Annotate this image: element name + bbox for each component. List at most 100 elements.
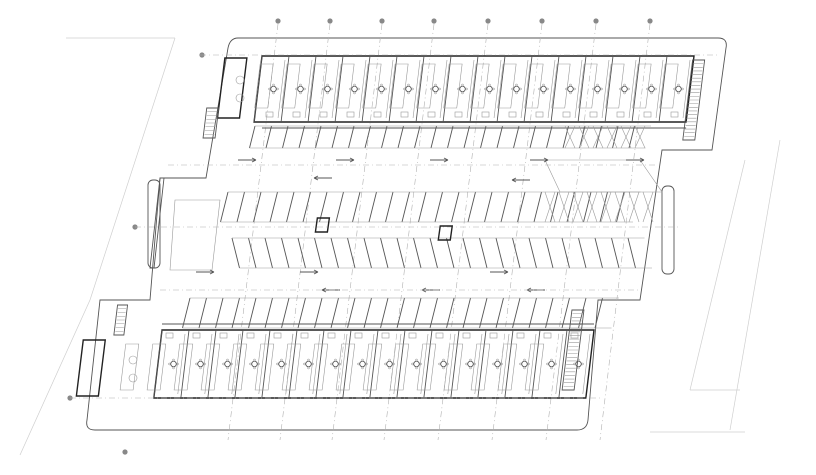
arrow-icon xyxy=(530,157,549,163)
traffic-arrows xyxy=(196,157,645,293)
parking-bay-line xyxy=(496,125,503,149)
apartment-unit xyxy=(362,329,429,399)
dining-table-icon xyxy=(540,85,547,93)
parking-bay-line xyxy=(599,191,608,223)
parking-bay-line xyxy=(302,191,311,223)
apartment-unit xyxy=(281,329,348,399)
apartment-unit xyxy=(416,329,483,399)
dining-table-icon xyxy=(251,360,258,368)
parking-bay-line xyxy=(282,125,289,149)
parking-bay-line xyxy=(495,297,504,329)
circle-dot-icon xyxy=(379,18,385,24)
circle-dot-icon xyxy=(122,449,128,455)
dining-table-icon xyxy=(170,360,177,368)
arrow-icon xyxy=(196,269,215,275)
dining-table-icon xyxy=(278,360,285,368)
arrow-icon xyxy=(430,157,449,163)
parking-bay-line xyxy=(249,125,256,149)
dining-table-icon xyxy=(324,85,331,93)
parking-bay-line xyxy=(363,297,372,329)
parking-bay-line xyxy=(529,125,536,149)
end-stairs xyxy=(113,59,706,391)
parking-bay-line xyxy=(550,191,559,223)
parking-bay-line xyxy=(479,237,488,269)
parking-bay-line xyxy=(545,297,554,329)
outer-platform xyxy=(86,37,727,431)
parking-bay-line xyxy=(418,191,427,223)
apartment-unit xyxy=(173,329,240,399)
arrow-icon xyxy=(313,175,332,181)
dining-table-icon xyxy=(305,360,312,368)
dining-table-icon xyxy=(197,360,204,368)
parking-bay-line xyxy=(479,297,488,329)
parking-bay-line xyxy=(517,191,526,223)
parking-bay-line xyxy=(231,237,240,269)
top-unit-row xyxy=(216,55,695,129)
stair-core-right xyxy=(437,225,454,241)
parking-bay-line xyxy=(447,125,454,149)
dining-table-icon xyxy=(378,85,385,93)
apartment-unit xyxy=(253,55,286,123)
parking-bay-line xyxy=(347,237,356,269)
parking-bay-line xyxy=(528,237,537,269)
parking-bay-line xyxy=(462,297,471,329)
parking-bay-line xyxy=(595,125,602,149)
parking-bay-line xyxy=(611,237,620,269)
parking-bay-line xyxy=(533,191,542,223)
dining-table-icon xyxy=(648,85,655,93)
parking-bay-line xyxy=(385,191,394,223)
parking-bay-line xyxy=(612,125,619,149)
apartment-unit xyxy=(335,329,402,399)
parking-bay-line xyxy=(462,237,471,269)
apartment-unit xyxy=(334,55,367,123)
parking-bay-line xyxy=(236,191,245,223)
parking-bay-line xyxy=(231,297,240,329)
apartment-unit xyxy=(227,329,294,399)
apartment-unit xyxy=(388,55,421,123)
circle-dot-icon xyxy=(327,18,333,24)
apartment-unit xyxy=(524,329,591,399)
dining-table-icon xyxy=(513,85,520,93)
apartment-unit xyxy=(415,55,448,123)
parking-bay-line xyxy=(248,237,257,269)
parking-bay-line xyxy=(627,237,636,269)
stair-hatch-icon xyxy=(682,59,706,141)
parking-bay-line xyxy=(264,297,273,329)
apartment-unit xyxy=(469,55,502,123)
dining-table-icon xyxy=(224,360,231,368)
dining-table-icon xyxy=(270,85,277,93)
dining-table-icon xyxy=(297,85,304,93)
parking-bay-line xyxy=(480,125,487,149)
parking-bay-line xyxy=(396,237,405,269)
parking-bay-line xyxy=(319,191,328,223)
parking-bay-line xyxy=(583,191,592,223)
parking-bay-line xyxy=(561,297,570,329)
parking-bay-line xyxy=(414,125,421,149)
apartment-unit xyxy=(443,329,510,399)
apartment-unit xyxy=(308,329,375,399)
parking-bay-line xyxy=(500,191,509,223)
axis-lines xyxy=(70,54,720,399)
parking-bay-line xyxy=(380,297,389,329)
apartment-unit xyxy=(631,55,664,123)
arrow-icon xyxy=(336,157,355,163)
parking-bay-line xyxy=(253,191,262,223)
dining-table-icon xyxy=(440,360,447,368)
circle-dot-icon xyxy=(485,18,491,24)
parking-bay-line xyxy=(429,237,438,269)
parking-bay-line xyxy=(315,125,322,149)
apartment-unit xyxy=(280,55,313,123)
apartment-unit xyxy=(442,55,475,123)
parking-bay-line xyxy=(182,297,191,329)
parking-bay-line xyxy=(314,297,323,329)
parking-bay-line xyxy=(380,237,389,269)
parking-bay-line xyxy=(281,237,290,269)
dining-table-icon xyxy=(486,85,493,93)
parking-bay-line xyxy=(397,125,404,149)
parking-bay-line xyxy=(298,125,305,149)
parking-bay-line xyxy=(413,297,422,329)
parking-bay-line xyxy=(396,297,405,329)
apartment-unit xyxy=(389,329,456,399)
parking-bay-line xyxy=(446,297,455,329)
apartment-unit xyxy=(307,55,340,123)
